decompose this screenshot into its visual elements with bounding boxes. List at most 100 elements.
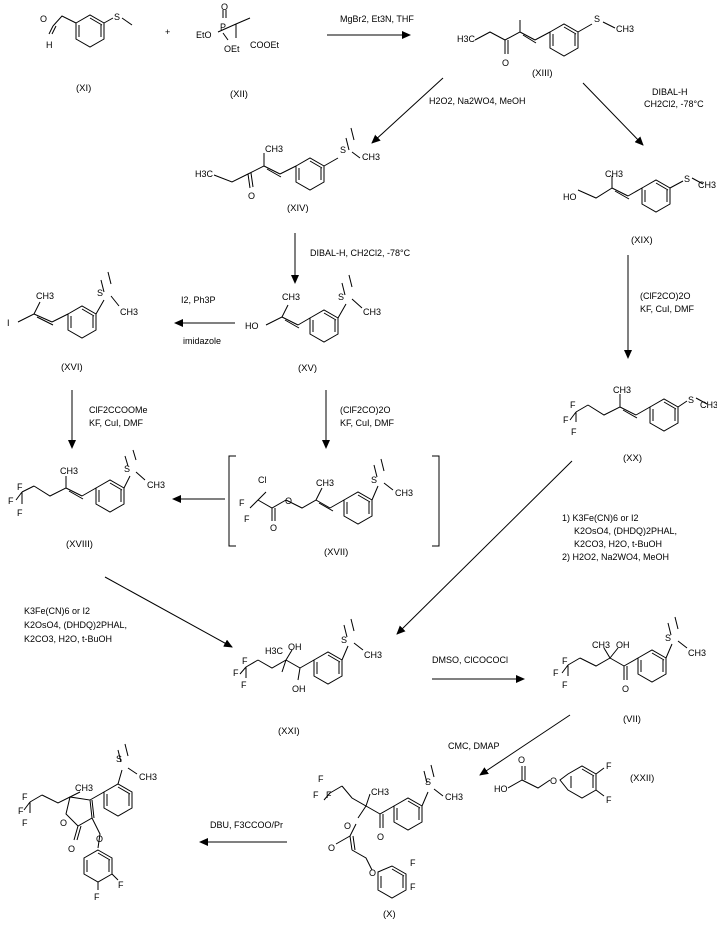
reaction-conditions: KF, CuI, DMF [340,418,395,428]
compound-xiv: H3C O CH3 S CH3 (XIV) [195,127,380,214]
compound-label: (XV) [298,363,317,374]
atom-label: O [248,191,255,201]
atom-label: F [17,508,23,518]
atom-label: OEt [224,44,240,54]
compound-label: (XII) [230,89,248,100]
atom-label: OH [616,640,630,650]
reaction-conditions: CMC, DMAP [448,741,500,751]
atom-label: CH3 [36,291,54,301]
atom-label: F [18,806,24,816]
atom-label: S [340,145,346,155]
atom-label: F [244,514,250,524]
atom-label: S [594,14,600,24]
compound-xxi: F F F H3C OH OH S CH3 (XXI) [233,618,382,737]
atom-label: S [97,288,103,298]
atom-label: F [242,656,248,666]
reaction-conditions: MgBr2, Et3N, THF [340,14,414,24]
compound-label: (XXII) [630,773,654,784]
compound-x: F F F CH3 O O O O S CH3 F F (X) [313,764,463,920]
atom-label: S [338,292,344,302]
reaction-arrow [104,576,233,648]
reaction-conditions: (ClF2CO)2O [640,291,691,301]
atom-label: OH [292,684,306,694]
atom-label: CH3 [282,292,300,302]
atom-label: CH3 [395,488,413,498]
reaction-conditions: ClF2CCOOMe [89,405,148,415]
atom-label: O [518,755,525,765]
reaction-conditions: (ClF2CO)2O [340,405,391,415]
atom-label: O [377,832,384,842]
atom-label: OH [288,642,302,652]
atom-label: CH3 [445,792,463,802]
atom-label: O [68,844,75,854]
compound-label: (XIV) [287,203,309,214]
atom-label: S [114,12,120,22]
atom-label: F [562,656,568,666]
reaction-conditions: DIBAL-H [652,87,688,97]
atom-label: I [7,318,10,328]
atom-label: O [60,818,67,828]
atom-label: CH3 [613,385,631,395]
atom-label: O [502,58,509,68]
compound-label: (XVI) [61,362,83,373]
compound-label: (XXI) [278,726,300,737]
atom-label: F [570,400,576,410]
atom-label: O [550,776,557,786]
atom-label: HO [563,192,577,202]
atom-label: CH3 [364,650,382,660]
atom-label: CH3 [698,180,716,190]
atom-label: O [96,834,103,844]
compound-label: (XX) [623,453,642,464]
atom-label: CH3 [592,640,610,650]
atom-label: CH3 [700,400,717,410]
reaction-conditions: DIBAL-H, CH2Cl2, -78°C [310,248,411,258]
atom-label: F [562,680,568,690]
atom-label: O [622,684,629,694]
atom-label: EtO [196,30,212,40]
reaction-conditions: KF, CuI, DMF [89,418,144,428]
atom-label: F [94,892,100,902]
compound-label: (XVIII) [66,539,93,550]
atom-label: H3C [195,169,214,179]
compound-xviii: F F F CH3 S CH3 (XVIII) [8,449,165,550]
atom-label: F [318,774,324,784]
atom-label: S [688,395,694,405]
atom-label: F [313,790,319,800]
atom-label: F [22,818,28,828]
atom-label: CH3 [371,787,389,797]
reaction-conditions: H2O2, Na2WO4, MeOH [429,96,526,106]
atom-label: O [328,843,335,853]
compound-label: (XVII) [324,547,348,558]
atom-label: CH3 [147,480,165,490]
reaction-arrow [582,82,644,146]
atom-label: F [553,668,559,678]
reaction-conditions: 2) H2O2, Na2WO4, MeOH [562,552,669,562]
atom-label: F [239,498,245,508]
atom-label: O [369,868,376,878]
reaction-conditions: DMSO, ClCOCOCl [432,655,508,665]
atom-label: S [124,464,130,474]
atom-label: HO [494,784,508,794]
atom-label: CH3 [316,478,334,488]
atom-label: S [116,754,122,764]
atom-label: F [563,415,569,425]
atom-label: H3C [457,34,476,44]
atom-label: COOEt [250,40,280,50]
compound-xv: HO CH3 S CH3 (XV) [245,274,381,374]
compound-final-product: F F F CH3 O O O S CH3 F F [18,743,157,902]
reaction-conditions: imidazole [183,336,221,346]
atom-label: O [270,523,277,533]
compound-xix: HO CH3 S CH3 (XIX) [563,169,716,246]
reaction-arrow [396,460,573,635]
atom-label: CH3 [120,307,138,317]
compound-xvii: Cl F F O O CH3 S CH3 (XVII) [228,455,440,558]
atom-label: F [8,496,14,506]
atom-label: CH3 [605,169,623,179]
atom-label: H3C [265,646,284,656]
compound-label: (XIX) [631,235,653,246]
compound-xi: O H S (XI) [40,12,133,94]
reaction-conditions: CH2Cl2, -78°C [644,99,704,109]
atom-label: HO [245,321,259,331]
compound-label: (XIII) [532,68,553,79]
atom-label: F [326,790,332,800]
